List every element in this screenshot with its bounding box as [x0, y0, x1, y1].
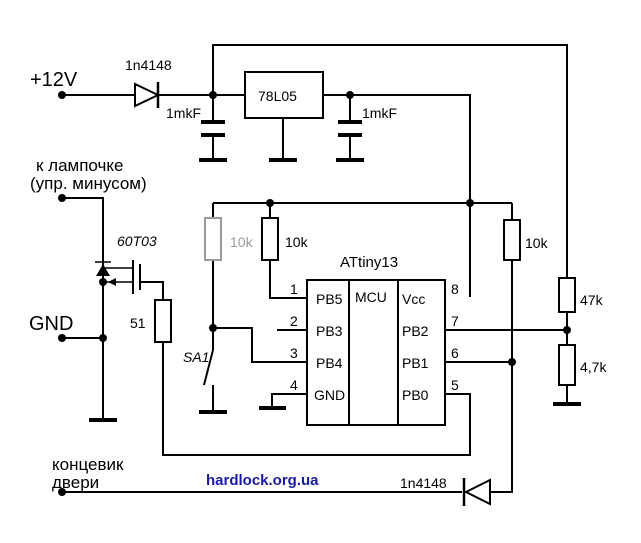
label-res-47k: 47k: [580, 292, 604, 308]
label-door-line2: двери: [52, 473, 99, 492]
pin-number-8: 8: [451, 281, 459, 297]
resistor-10k-right: [503, 219, 521, 261]
junction-dot: [508, 358, 516, 366]
label-mosfet: 60T03: [117, 233, 157, 249]
label-cap-in: 1mkF: [166, 105, 201, 121]
resistor-51: [154, 299, 172, 343]
junction-dot: [266, 199, 274, 207]
mcu-body: [306, 279, 446, 426]
switch-sa1: [203, 349, 214, 386]
pin-number-5: 5: [451, 377, 459, 393]
terminal-lamp: [58, 194, 66, 202]
junction-dot: [466, 199, 474, 207]
junction-dot: [563, 326, 571, 334]
pin-number-3: 3: [290, 345, 298, 361]
pin-number-6: 6: [451, 345, 459, 361]
label-door-line1: концевик: [52, 455, 124, 474]
junction-dot: [209, 324, 217, 332]
junctions: [99, 91, 571, 366]
label-res-pullup: 10k: [285, 234, 309, 250]
pin-name-vcc: Vcc: [402, 291, 425, 307]
capacitor-c1: [201, 120, 225, 137]
pin-number-2: 2: [290, 313, 298, 329]
terminal-gnd: [58, 334, 66, 342]
pin-number-7: 7: [451, 313, 459, 329]
label-diode-bottom: 1n4148: [400, 475, 447, 491]
diode-d1: [134, 82, 161, 108]
label-12v: +12V: [30, 69, 78, 91]
label-website: hardlock.org.ua: [206, 472, 319, 489]
label-diode-top: 1n4148: [125, 57, 172, 73]
pin-name-gnd: GND: [314, 387, 345, 403]
capacitor-c2: [338, 120, 362, 137]
pin-name-pb4: PB4: [316, 355, 343, 371]
terminal-door-switch: [58, 488, 66, 496]
resistor-4k7: [558, 344, 576, 386]
pin-name-pb0: PB0: [402, 387, 429, 403]
label-gnd: GND: [29, 313, 73, 335]
junction-dot: [99, 334, 107, 342]
label-res-right: 10k: [525, 235, 549, 251]
label-res-4k7: 4,7k: [580, 359, 607, 375]
ground-symbols: [89, 158, 581, 422]
resistor-10k-pullup: [261, 217, 279, 261]
mcu-core-label: MCU: [355, 289, 387, 305]
wires: [62, 44, 568, 493]
label-cap-out: 1mkF: [362, 105, 397, 121]
mcu-attiny13: [306, 279, 446, 426]
terminals: [58, 91, 66, 496]
mosfet-60t03: [95, 260, 141, 294]
label-lamp-line2: (упр. минусом): [30, 174, 147, 193]
label-res-51: 51: [130, 315, 146, 331]
pin-name-pb1: PB1: [402, 355, 429, 371]
pin-number-4: 4: [290, 377, 298, 393]
label-mcu: ATtiny13: [340, 254, 398, 271]
resistor-47k: [558, 277, 576, 313]
resistor-10k-grey: [204, 217, 222, 261]
label-lamp-line1: к лампочке: [36, 156, 123, 175]
regulator-box: [244, 71, 324, 119]
label-regulator: 78L05: [258, 88, 297, 104]
diode-d2: [462, 478, 491, 506]
pin-number-1: 1: [290, 281, 298, 297]
junction-dot: [346, 91, 354, 99]
terminal-12v: [58, 91, 66, 99]
pin-name-pb5: PB5: [316, 291, 343, 307]
junction-dot: [209, 91, 217, 99]
label-sa1: SA1: [183, 349, 209, 365]
pin-name-pb3: PB3: [316, 323, 343, 339]
label-res-grey: 10k: [230, 234, 254, 250]
pin-name-pb2: PB2: [402, 323, 429, 339]
